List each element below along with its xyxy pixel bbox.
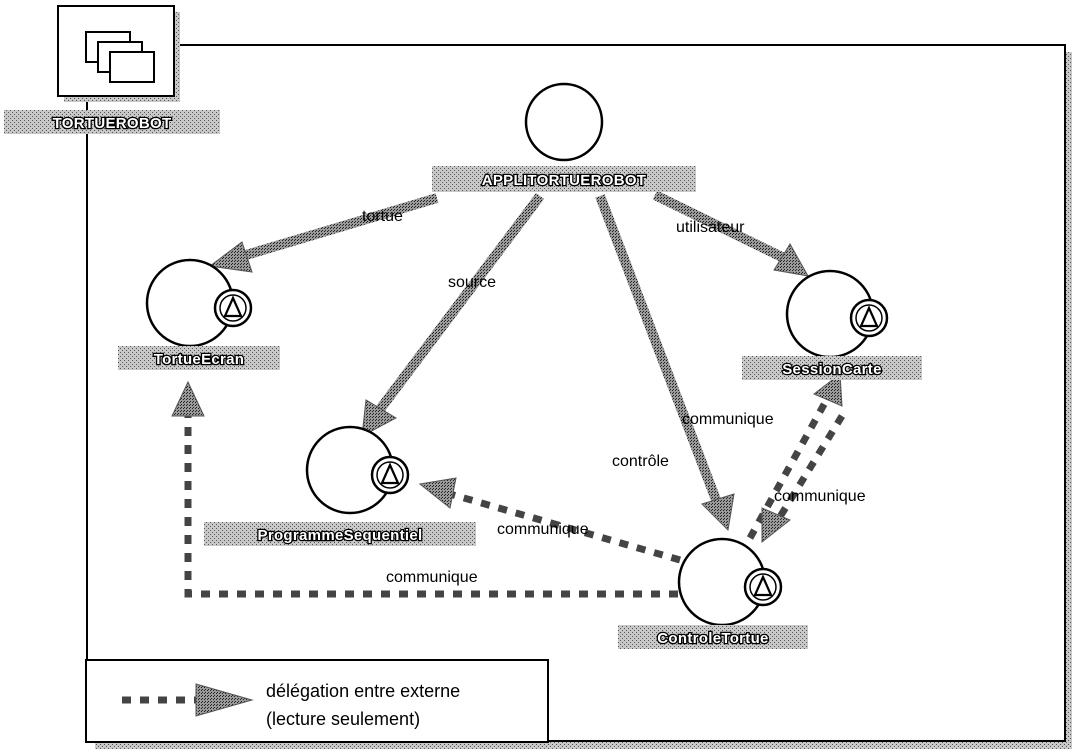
triangle-badge-icon <box>370 455 410 495</box>
node-label-controle: ControleTortue <box>657 630 768 647</box>
node-label-session-carte: SessionCarte <box>782 361 881 378</box>
triangle-badge-icon <box>213 288 253 328</box>
package-folder-icon[interactable] <box>57 0 180 102</box>
triangle-badge-icon <box>743 567 783 607</box>
edge-label-tortue: tortue <box>362 208 403 225</box>
node-applitortuerobot[interactable]: APPLITORTUEROBOT <box>432 82 696 192</box>
edge-label-communique-session-b: communique <box>774 488 866 505</box>
edge-label-controle: contrôle <box>612 453 669 470</box>
node-session-carte[interactable]: SessionCarte <box>742 269 922 380</box>
node-label-tortue-ecran: TortueEcran <box>154 351 245 368</box>
node-controle-tortue[interactable]: ControleTortue <box>618 537 808 649</box>
edge-label-communique-programme: communique <box>497 521 589 538</box>
legend-arrow-sample <box>122 683 254 717</box>
triangle-badge-icon <box>849 298 889 338</box>
node-programme-sequentiel[interactable]: ProgrammeSequentiel <box>204 425 476 546</box>
node-tortue-ecran[interactable]: TortueEcran <box>118 258 280 370</box>
node-label-app: APPLITORTUEROBOT <box>482 172 647 189</box>
edge-communique-session-b: communique <box>761 414 866 544</box>
legend-line-1: délégation entre externe <box>266 681 460 701</box>
edge-communique-session-a: communique <box>682 373 843 540</box>
package-label: TORTUEROBOT <box>4 110 220 134</box>
edge-label-utilisateur: utilisateur <box>676 219 745 236</box>
legend-line-2: (lecture seulement) <box>266 709 420 729</box>
edge-source: source <box>361 193 544 437</box>
edge-tortue: tortue <box>208 193 439 273</box>
svg-text:TORTUEROBOT: TORTUEROBOT <box>53 115 172 132</box>
edge-communique-programme: communique <box>418 477 681 564</box>
node-label-programme: ProgrammeSequentiel <box>258 527 423 544</box>
edge-utilisateur: utilisateur <box>652 190 809 277</box>
edge-communique-ecran: communique <box>171 380 678 598</box>
edge-label-source: source <box>448 274 496 291</box>
edge-label-communique-session-a: communique <box>682 411 774 428</box>
legend-box: délégation entre externe (lecture seulem… <box>85 659 549 743</box>
edge-label-communique-ecran: communique <box>386 569 478 586</box>
edge-controle: contrôle <box>595 194 735 532</box>
